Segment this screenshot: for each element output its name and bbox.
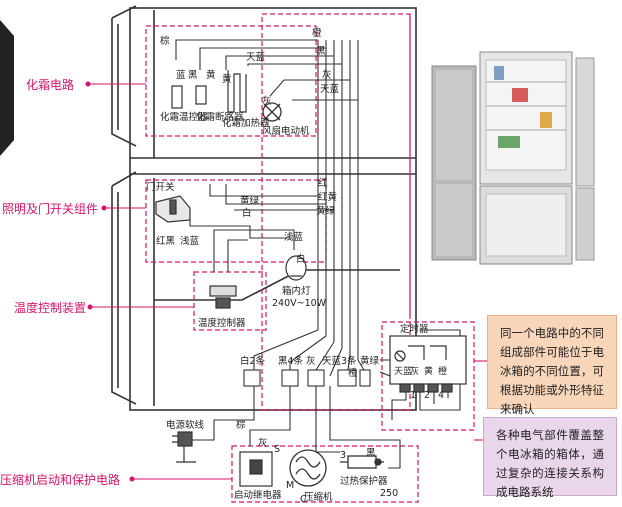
temp-dashed-box — [193, 271, 267, 331]
lamp-icon — [285, 255, 307, 281]
connector-text-group: 白2条 黑4条 灰 天蓝3条 橙 黄绿 1 2 3 4 S M C — [240, 355, 444, 505]
label-compressor: 压缩机 — [304, 491, 333, 503]
overheat-protector-icon — [340, 455, 384, 469]
defrost-heater — [227, 70, 247, 113]
label-door-switch: 门开关 — [146, 181, 175, 193]
label-defrost-breaker: 化霜断路器 — [196, 111, 244, 123]
wire-label-red: 红 — [318, 177, 328, 189]
label-lighting-assembly: 照明及门开关组件 — [2, 202, 99, 216]
wire-label-orange: 橙 — [312, 27, 322, 39]
label-defrost-temp-ctrl: 化霜温控器 — [160, 111, 208, 123]
wire-label-brown-2: 棕 — [236, 419, 246, 431]
timer-label-skyblue: 天蓝 — [394, 365, 412, 377]
compressor-icon — [289, 449, 327, 487]
wire-label-yellow-green: 黄绿 — [316, 205, 336, 217]
connector-label-black4: 黑4条 — [278, 355, 304, 367]
timer-label-gray: 灰 — [410, 365, 419, 377]
connector-pin-4: 4 — [438, 390, 444, 401]
start-relay-icon — [239, 451, 273, 487]
timer-device — [389, 335, 467, 393]
connector-label-white2: 白2条 — [240, 355, 266, 367]
wire-label-white-2: 白 — [296, 253, 306, 265]
wire-label-yellow2: 黄 — [222, 73, 232, 85]
connector-blocks — [243, 369, 371, 387]
label-defrost-heater: 化霜加热器 — [222, 117, 270, 129]
label-power-cord: 电源软线 — [166, 419, 205, 431]
label-protector-value: 250 — [380, 488, 398, 499]
connector-pin-3: 3 — [340, 450, 346, 461]
wire-label-red-black: 红黑 — [156, 235, 176, 247]
wire-bus — [175, 39, 461, 469]
door-switch-icon — [155, 195, 191, 223]
fridge-outline — [111, 5, 417, 411]
wire-label-red-yellow: 红黄 — [318, 191, 337, 203]
wire-label-blue: 蓝 — [176, 69, 186, 81]
wire-label-white: 白 — [242, 207, 252, 219]
cabinet-dashed-border — [261, 13, 411, 411]
temp-controller-icon — [209, 285, 237, 309]
wire-label-gray-2: 灰 — [258, 437, 268, 449]
wire-label-skyblue-top: 天蓝 — [320, 83, 340, 95]
component-text-group: 化霜温控器 化霜断路器 化霜加热器 风扇电动机 门开关 箱内灯 240V~10W… — [146, 111, 429, 503]
label-compressor-circuit: 压缩机启动和保护电路 — [0, 473, 121, 487]
wire-label-light-blue: 浅蓝 — [180, 235, 200, 247]
label-temp-control: 温度控制装置 — [14, 301, 87, 315]
relay-pin-m: M — [286, 480, 294, 491]
compressor-dashed-box — [231, 445, 419, 503]
timer-label-yellow: 黄 — [424, 365, 433, 377]
label-start-relay: 启动继电器 — [234, 489, 282, 501]
connector-label-skyblue3: 天蓝3条 — [322, 355, 357, 367]
wire-label-yellow-green-2: 黄绿 — [240, 195, 260, 207]
connector-pin-1: 1 — [410, 390, 416, 401]
note-same-circuit: 同一个电路中的不同组成部件可能位于电冰箱的不同位置，可根据功能或外形特征来确认 — [487, 315, 617, 416]
defrost-dashed-box — [145, 25, 317, 137]
wire-label-black: 黑 — [188, 70, 198, 81]
fan-motor-icon — [262, 102, 282, 122]
label-defrost-circuit: 化霜电路 — [26, 78, 75, 92]
connector-label-orange: 橙 — [348, 367, 358, 379]
relay-pin-s: S — [274, 444, 280, 455]
wire-label-yellow: 黄 — [206, 69, 216, 81]
label-lamp: 箱内灯 — [282, 285, 311, 297]
leader-lines — [88, 83, 487, 480]
wire-text-group: 棕 蓝 黑 黄 黄 天蓝 灰 橙 黑 灰 天蓝 红 红黄 黄绿 黄绿 白 红黑 … — [156, 27, 376, 459]
power-plug-icon — [172, 431, 196, 463]
leader-dots — [85, 81, 135, 482]
connector-label-gray: 灰 — [306, 355, 316, 367]
fridge-photo — [431, 51, 595, 265]
note-components-cover: 各种电气部件覆盖整个电冰箱的箱体，通过复杂的连接关系构成电路系统 — [483, 417, 617, 499]
timer-text-group: 天蓝 灰 黄 橙 — [394, 365, 447, 377]
wire-label-black-2: 黑 — [366, 448, 376, 459]
left-edge-shape — [0, 20, 14, 156]
label-lamp-rating: 240V~10W — [272, 298, 327, 309]
defrost-temp-ctrl — [171, 85, 183, 109]
wire-label-sky-blue: 天蓝 — [246, 51, 266, 63]
timer-label-orange: 橙 — [438, 365, 447, 377]
label-timer: 定时器 — [400, 323, 429, 335]
label-fan-motor: 风扇电动机 — [262, 125, 310, 137]
wire-label-brown: 棕 — [160, 35, 170, 47]
timer-dashed-box — [381, 321, 475, 431]
wire-label-light-blue-2: 浅蓝 — [284, 231, 304, 243]
connector-label-yellow-green: 黄绿 — [360, 355, 380, 367]
connector-pin-2: 2 — [424, 390, 430, 401]
label-temp-controller: 温度控制器 — [198, 317, 246, 329]
defrost-breaker — [195, 85, 207, 105]
wire-label-gray-top: 灰 — [322, 69, 332, 81]
label-overheat-protector: 过热保护器 — [340, 475, 388, 487]
relay-pin-c: C — [300, 494, 307, 505]
wire-label-gray: 灰 — [262, 95, 272, 107]
wire-label-black-top: 黑 — [316, 46, 326, 57]
